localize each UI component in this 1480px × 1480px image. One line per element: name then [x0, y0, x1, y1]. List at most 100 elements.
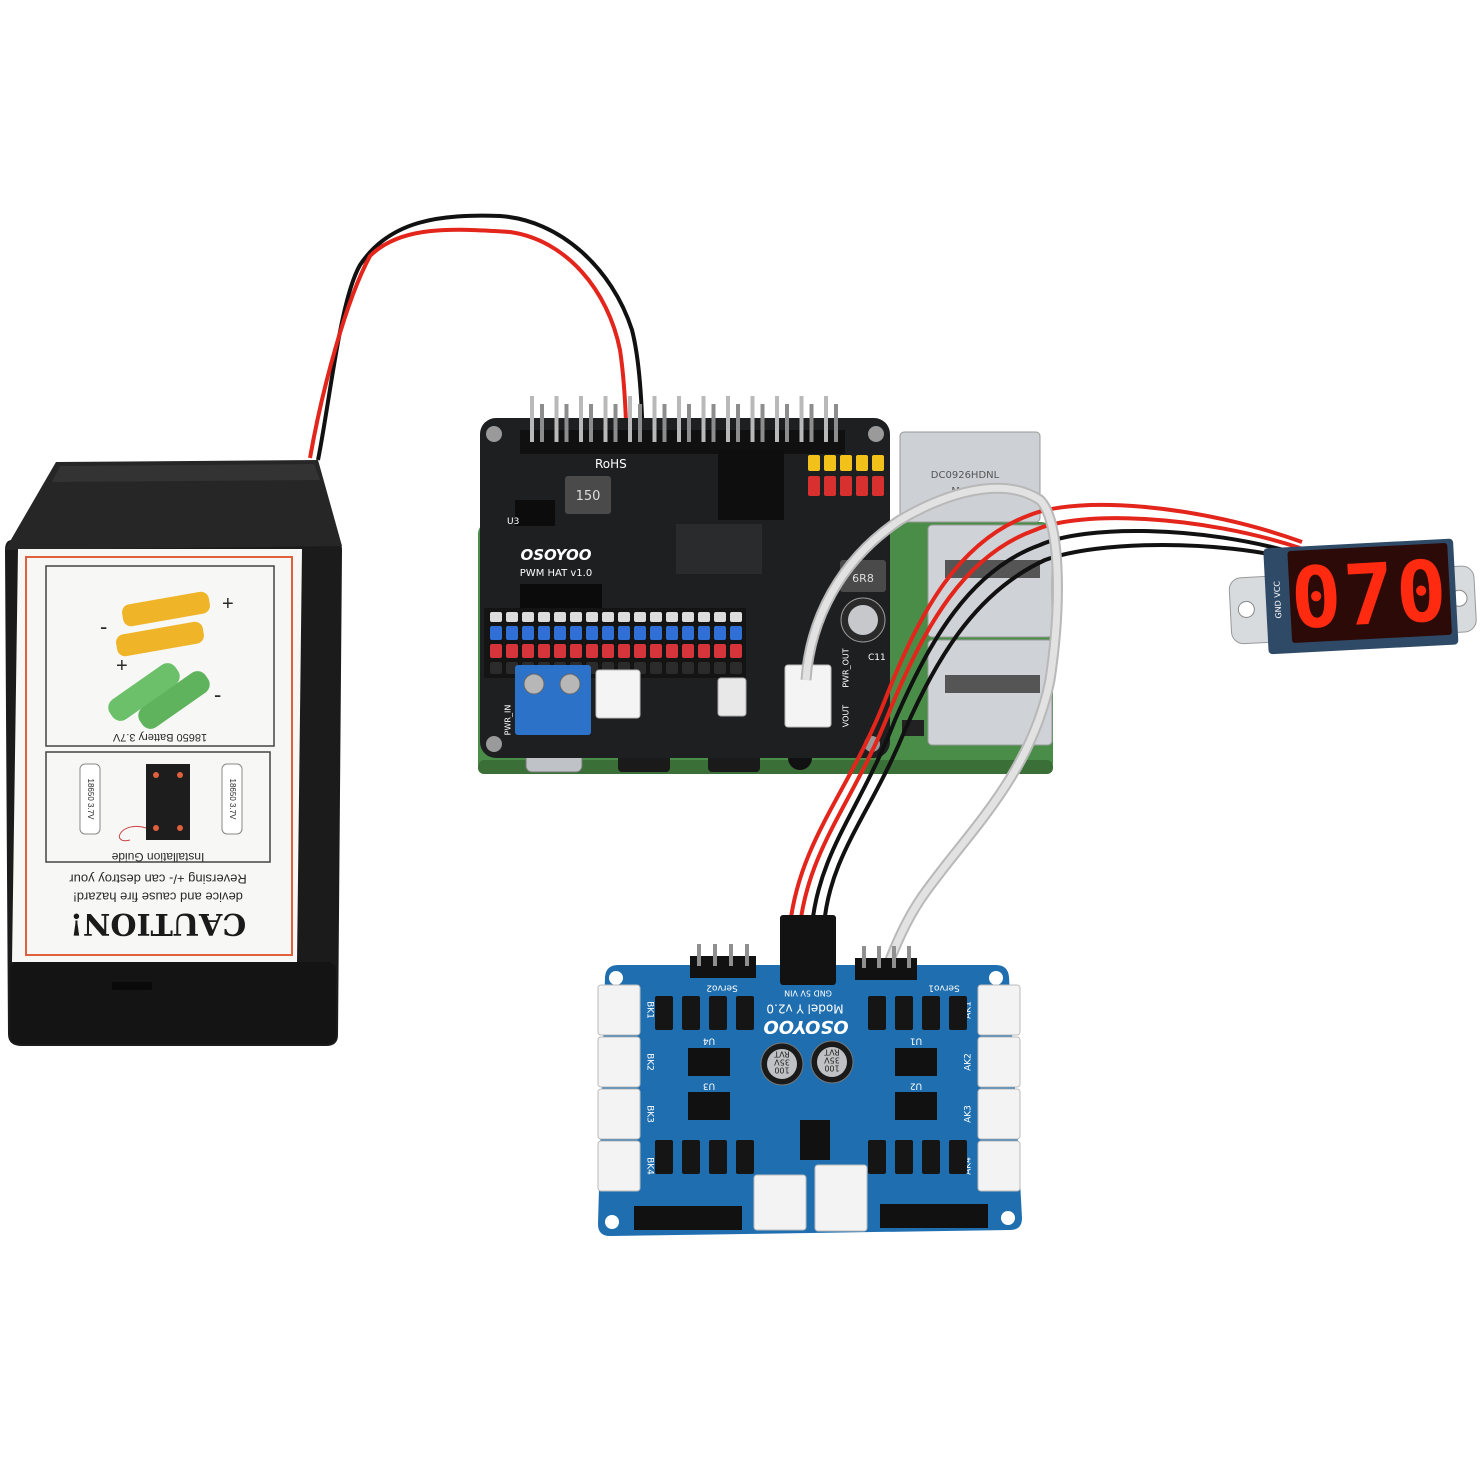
sensor-header-pins — [808, 455, 884, 496]
label-grid — [676, 524, 762, 574]
chip-label: U4 — [703, 1036, 716, 1046]
chip-label: U2 — [910, 1081, 922, 1091]
battery-warning-label — [12, 549, 302, 962]
mosfet — [736, 1140, 754, 1174]
red-wire — [798, 516, 1301, 926]
gpio-pin — [677, 396, 681, 442]
gpio-pin — [736, 404, 740, 442]
battery-caption: 18650 Battery 3.7V — [112, 731, 207, 743]
servo-pin-signal — [586, 612, 598, 622]
sensor-pin-red — [808, 476, 820, 496]
mounting-hole — [868, 426, 884, 442]
holder-contact — [177, 825, 183, 831]
install-lead-wire — [118, 825, 147, 842]
servo-pin-signal — [506, 612, 518, 622]
driver-regulator — [800, 1120, 830, 1160]
left-motor-connectors — [597, 984, 641, 1192]
sensor-pin-red — [856, 476, 868, 496]
driver-mount-hole — [989, 971, 1003, 985]
driver-chip — [895, 1048, 937, 1076]
capacitor-text: 35V — [774, 1058, 790, 1067]
green-battery-illustration — [108, 663, 210, 729]
driver-brand-logo: OSOYOO — [763, 1016, 848, 1037]
sensor-pin-yellow — [856, 455, 868, 471]
mosfet — [709, 1140, 727, 1174]
gpio-pin — [530, 396, 534, 442]
capacitor-text: 35V — [824, 1056, 840, 1065]
label-plus-sign: + — [116, 655, 128, 677]
gpio-pin — [564, 404, 569, 442]
driver-chip — [688, 1092, 730, 1120]
servo-pin-blue — [730, 626, 742, 640]
yellow-battery-illustration — [116, 591, 210, 657]
driver-mount-hole — [605, 1215, 619, 1229]
servo-pin-red — [698, 644, 710, 658]
servo-pin-red — [570, 644, 582, 658]
header-pin — [892, 946, 896, 968]
servo-pin-blue — [714, 626, 726, 640]
gpio-pin — [638, 404, 642, 442]
servo-pin-red — [506, 644, 518, 658]
right-port-label: AK1 — [964, 1001, 974, 1019]
capacitor-text: RVT — [774, 1050, 790, 1059]
servo-pin-signal — [634, 612, 646, 622]
battery-box-lid — [5, 460, 342, 550]
caution-title: CAUTION! — [70, 906, 246, 941]
holder-contact — [153, 825, 159, 831]
sensor-pin-yellow — [872, 455, 884, 471]
header-pin — [729, 944, 733, 966]
servo-right-label: Servo1 — [928, 983, 960, 993]
installation-guide-title: Installation Guide — [111, 850, 204, 864]
inductor-150 — [565, 476, 611, 514]
warning-line-1: Reversing +/- can destroy your — [69, 872, 247, 887]
voltmeter-mount-hole — [1237, 600, 1255, 618]
gpio-pin — [775, 396, 779, 442]
battery-box-lid-highlight — [52, 464, 320, 482]
gpio-pin — [750, 396, 755, 442]
label-minus-sign: - — [214, 682, 221, 707]
servo-pin-signal — [570, 612, 582, 622]
gpio-pin — [726, 396, 730, 442]
mosfet — [655, 1140, 673, 1174]
digital-voltmeter: GND VCC 070 — [1228, 538, 1477, 655]
servo-pin-black — [650, 662, 662, 674]
servo-pin-signal — [682, 612, 694, 622]
motor-driver-board: BK1 BK2 BK3 BK4 AK1 AK2 AK3 AK4 Servo2 S… — [597, 915, 1022, 1236]
servo-pin-blue — [650, 626, 662, 640]
mosfet-array — [655, 996, 967, 1174]
servo-pin-signal — [522, 612, 534, 622]
gpio-pin — [687, 404, 691, 442]
mid-header-base — [718, 450, 784, 520]
gpio-pin — [760, 404, 765, 442]
gpio-pin — [628, 396, 632, 442]
sensor-pin-yellow — [808, 455, 820, 471]
label-battery-panel — [45, 565, 275, 747]
switch-button — [717, 677, 747, 717]
gpio-pin — [652, 396, 657, 442]
right-port-label: AK2 — [964, 1053, 974, 1071]
servo-pin-blue — [522, 626, 534, 640]
motor-connector — [597, 1036, 641, 1088]
servo-pin-signal — [554, 612, 566, 622]
servo-header-right-base — [855, 958, 917, 980]
power-header-label: GND 5V VIN — [784, 989, 832, 998]
driver-chip — [688, 1048, 730, 1076]
label-plus-sign: + — [222, 593, 234, 615]
driver-pcb — [598, 965, 1022, 1236]
gpio-pin — [785, 404, 789, 442]
pwr-in-label: PWR_IN — [504, 705, 513, 736]
mosfet — [709, 996, 727, 1030]
left-port-label: BK1 — [645, 1001, 655, 1019]
mosfet — [736, 996, 754, 1030]
gpio-header-base — [520, 430, 845, 454]
gpio-header-pins — [530, 396, 838, 442]
servo-pin-signal — [698, 612, 710, 622]
servo-pin-blue — [586, 626, 598, 640]
driver-capacitor-right: 100 35V RVT — [810, 1040, 854, 1084]
voltmeter-wires — [788, 502, 1303, 926]
inductor-6r8-code: 6R8 — [852, 572, 874, 585]
gpio-pin — [540, 404, 544, 442]
servo-pin-blue — [602, 626, 614, 640]
servo-pin-signal — [666, 612, 678, 622]
warning-line-2: device and cause fire hazard! — [73, 890, 243, 905]
